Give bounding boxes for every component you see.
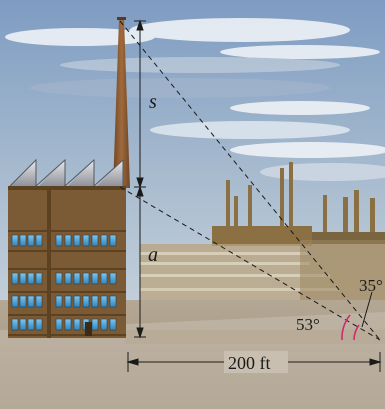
building-window [73, 295, 81, 308]
label-s: s [149, 91, 157, 113]
building-window [73, 318, 81, 331]
door [85, 322, 92, 336]
building-window [82, 295, 90, 308]
building-window [109, 272, 117, 285]
angle-arcs [341, 314, 360, 341]
building-window [19, 318, 27, 331]
building-window [64, 295, 72, 308]
label-a: a [148, 244, 158, 266]
angle-arc-35 [353, 324, 360, 341]
angle-arc-53 [341, 314, 351, 341]
floor-band [8, 314, 126, 316]
arrowhead [126, 358, 139, 366]
smokestack-icon [113, 17, 130, 188]
building-window [35, 318, 43, 331]
building-window [64, 318, 72, 331]
building-window [27, 295, 35, 308]
sight-line-top [119, 20, 381, 341]
building-window [64, 272, 72, 285]
building-window [35, 272, 43, 285]
label-angle-53: 53° [296, 315, 320, 334]
label-angle-35: 35° [359, 276, 383, 295]
floor-band [8, 250, 126, 252]
pavement [125, 330, 385, 344]
angle-35-leader [361, 291, 373, 328]
building-window [109, 234, 117, 247]
building-window [35, 295, 43, 308]
building-window [55, 234, 63, 247]
arrowhead [369, 358, 382, 366]
distance-label-bg [224, 351, 288, 373]
building-window [55, 295, 63, 308]
building-window [73, 272, 81, 285]
building-window [64, 234, 72, 247]
building-window [35, 234, 43, 247]
building-window [55, 272, 63, 285]
floor-band [8, 291, 126, 293]
building-window [19, 272, 27, 285]
building-window [11, 234, 19, 247]
factory-building-icon [8, 186, 126, 338]
building-window [100, 318, 108, 331]
arrowhead [136, 177, 144, 189]
arrowhead [136, 19, 144, 31]
building-window [27, 318, 35, 331]
building-window [27, 234, 35, 247]
building-window [11, 318, 19, 331]
building-window [91, 295, 99, 308]
label-distance: 200 ft [228, 353, 271, 373]
building-window [11, 272, 19, 285]
building-window [11, 295, 19, 308]
arrowhead [136, 185, 144, 197]
building-window [19, 295, 27, 308]
building-window [19, 234, 27, 247]
building-window [109, 295, 117, 308]
building-window [55, 318, 63, 331]
building-window [91, 272, 99, 285]
building-window [27, 272, 35, 285]
building-window [100, 234, 108, 247]
distant-factory-icon [140, 162, 385, 310]
building-window [100, 295, 108, 308]
building-window [109, 318, 117, 331]
factory-roof [9, 158, 124, 188]
building-window [82, 272, 90, 285]
floor-band [8, 334, 126, 336]
building-window [91, 234, 99, 247]
building-window [73, 234, 81, 247]
building-window [82, 234, 90, 247]
floor-band [8, 230, 126, 232]
building-window [100, 272, 108, 285]
arrowhead [136, 327, 144, 339]
floor-band [8, 268, 126, 270]
building-window [91, 318, 99, 331]
